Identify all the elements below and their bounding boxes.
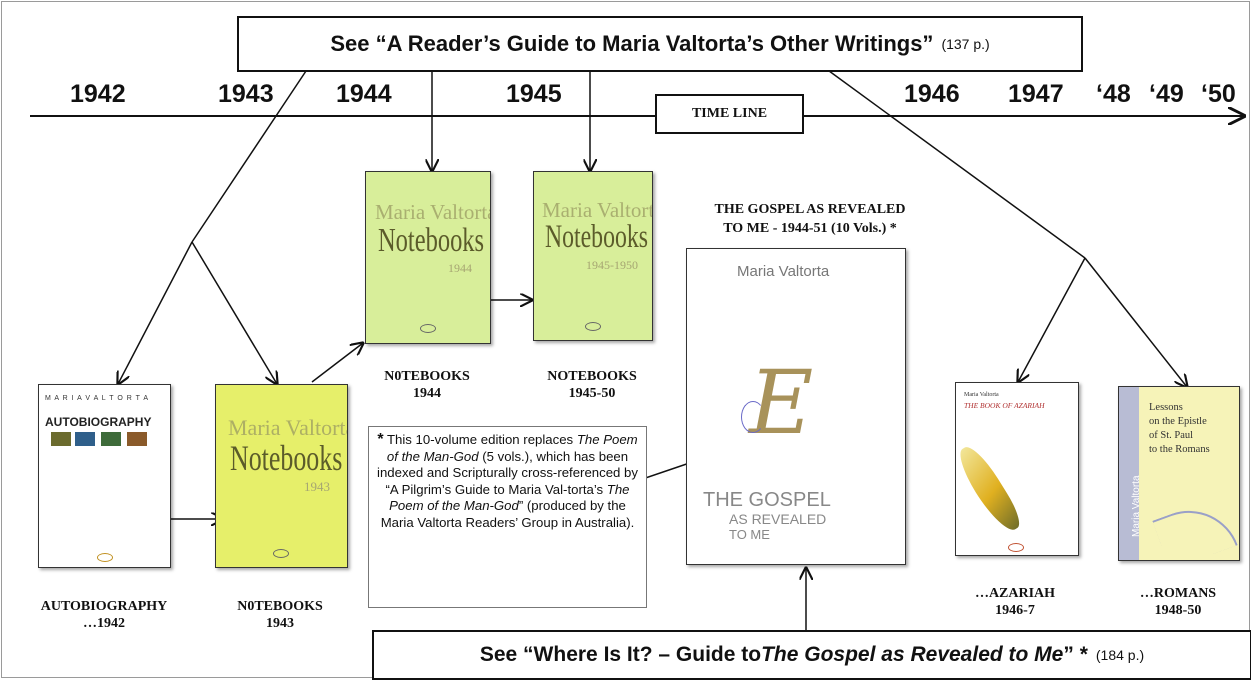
azariah-cover-author: Maria Valtorta	[964, 392, 999, 398]
year-1945: 1945	[506, 80, 562, 108]
azariah-cover-wing-art	[956, 441, 1026, 537]
notebooks-1944-cover-year: 1944	[448, 261, 472, 275]
caption-notebooks-1945: NOTEBOOKS 1945-50	[527, 368, 657, 402]
autobiography-cover-letters: M A R I A V A L T O R T A	[45, 395, 149, 402]
caption-azariah-line2: 1946-7	[995, 603, 1035, 618]
romans-cover-line2: on the Epistle	[1149, 416, 1207, 427]
book-azariah-cover: Maria Valtorta THE BOOK OF AZARIAH	[955, 382, 1079, 556]
notebooks-1944-cover-title: Notebooks	[378, 222, 485, 259]
year-1943: 1943	[218, 80, 274, 108]
notebooks-1943-cover-title: Notebooks	[230, 438, 343, 478]
notebooks-1943-cover-year: 1943	[304, 479, 330, 494]
romans-cover-spine-text: Maria Valtorta	[1131, 475, 1142, 537]
year-1942: 1942	[70, 80, 126, 108]
note-seg1: This 10-volume edition replaces	[383, 432, 577, 447]
bottom-guide-box: See “Where Is It? – Guide to The Gospel …	[372, 630, 1251, 680]
caption-notebooks-1943-line2: 1943	[266, 616, 294, 631]
book-gospel-cover: Maria Valtorta E THE GOSPEL AS REVEALED …	[686, 248, 906, 565]
top-guide-pages: (137 p.)	[941, 36, 990, 52]
note-star: *	[377, 431, 384, 448]
bottom-guide-prefix: See “Where Is It? – Guide to	[479, 643, 762, 666]
edition-note: * This 10-volume edition replaces The Po…	[368, 426, 647, 608]
year-50: ‘50	[1201, 80, 1236, 108]
autobiography-cover-title: AUTOBIOGRAPHY	[45, 415, 152, 429]
arrow-to-notebooks-1943	[191, 241, 277, 384]
arrow-to-azariah	[1018, 257, 1086, 382]
azariah-publisher-logo	[1008, 543, 1024, 552]
caption-notebooks-1943-line1: N0TEBOOKS	[237, 599, 323, 614]
caption-romans-line2: 1948-50	[1154, 603, 1202, 618]
arrow-top-to-1946-50	[824, 67, 1086, 259]
notebooks-1945-publisher-logo	[585, 322, 601, 331]
romans-cover-line1: Lessons	[1149, 402, 1183, 413]
arrow-1943-to-1944	[311, 343, 363, 383]
caption-romans: …ROMANS 1948-50	[1113, 585, 1243, 619]
book-autobiography-cover: M A R I A V A L T O R T A AUTOBIOGRAPHY	[38, 384, 171, 568]
bottom-guide-pages: (184 p.)	[1095, 647, 1145, 663]
year-1946: 1946	[904, 80, 960, 108]
caption-notebooks-1944: N0TEBOOKS 1944	[362, 368, 492, 402]
gospel-cover-line2: AS REVEALED	[729, 511, 827, 527]
caption-autobiography-line2: …1942	[83, 616, 125, 631]
gospel-cover-glyph: E	[749, 351, 814, 454]
book-notebooks-1945-cover: Maria Valtorta Notebooks 1945-1950	[533, 171, 653, 341]
notebooks-1943-cover-author: Maria Valtorta	[228, 415, 348, 440]
caption-notebooks-1944-line1: N0TEBOOKS	[384, 369, 470, 384]
note-seg3: (5 vols.), which has been indexed and Sc…	[377, 448, 638, 497]
romans-cover-curve-art	[1152, 496, 1238, 560]
arrow-top-to-1942-43	[191, 67, 309, 243]
notebooks-1944-publisher-logo	[420, 324, 436, 333]
autobiography-photo-4	[127, 432, 147, 446]
gospel-heading: THE GOSPEL AS REVEALED TO ME - 1944-51 (…	[670, 200, 950, 238]
caption-autobiography-line1: AUTOBIOGRAPHY	[40, 599, 168, 614]
book-notebooks-1944-cover: Maria Valtorta Notebooks 1944	[365, 171, 491, 344]
gospel-cover-line3: TO ME	[729, 527, 770, 542]
notebooks-1945-cover-author: Maria Valtorta	[542, 198, 653, 222]
book-romans-cover: Maria Valtorta Lessons on the Epistle of…	[1118, 386, 1240, 561]
caption-notebooks-1945-line2: 1945-50	[568, 386, 616, 401]
caption-notebooks-1943: N0TEBOOKS 1943	[205, 598, 355, 632]
romans-cover-spine-band	[1119, 387, 1139, 560]
romans-cover-line3: of St. Paul	[1149, 430, 1194, 441]
autobiography-photo-2	[75, 432, 95, 446]
romans-cover-line4: to the Romans	[1149, 444, 1210, 455]
year-1947: 1947	[1008, 80, 1064, 108]
arrow-to-autobiography	[118, 241, 193, 384]
caption-romans-line1: …ROMANS	[1139, 586, 1217, 601]
note-seg4: The Poem of the Man-God	[389, 481, 630, 514]
gospel-cover-author: Maria Valtorta	[737, 263, 830, 280]
notebooks-1944-cover-author: Maria Valtorta	[375, 200, 491, 224]
notebooks-1945-cover-year: 1945-1950	[586, 258, 638, 272]
autobiography-photo-1	[51, 432, 71, 446]
azariah-cover-title: THE BOOK OF AZARIAH	[964, 401, 1045, 410]
autobiography-photo-3	[101, 432, 121, 446]
notebooks-1943-publisher-logo	[273, 549, 289, 558]
year-49: ‘49	[1149, 80, 1184, 108]
timeline-label: TIME LINE	[655, 94, 804, 134]
romans-cover-text: Lessons on the Epistle of St. Paul to th…	[1149, 401, 1210, 457]
autobiography-publisher-logo	[97, 553, 113, 562]
year-1944: 1944	[336, 80, 392, 108]
arrow-to-romans	[1084, 257, 1187, 387]
gospel-heading-line1: THE GOSPEL AS REVEALED	[714, 202, 906, 217]
note-seg2: The Poem of the Man-God	[386, 432, 638, 464]
caption-notebooks-1944-line2: 1944	[413, 386, 441, 401]
bottom-guide-italic: The Gospel as Revealed to Me	[761, 643, 1064, 666]
book-notebooks-1943-cover: Maria Valtorta Notebooks 1943	[215, 384, 348, 568]
bottom-guide-suffix: ” *	[1063, 643, 1088, 666]
caption-azariah: …AZARIAH 1946-7	[950, 585, 1080, 619]
top-guide-text: See “A Reader’s Guide to Maria Valtorta’…	[330, 31, 934, 56]
caption-azariah-line1: …AZARIAH	[974, 586, 1056, 601]
caption-notebooks-1945-line1: NOTEBOOKS	[547, 369, 637, 384]
note-seg5: ” (produced by the Maria Valtorta Reader…	[380, 498, 635, 530]
notebooks-1945-cover-title: Notebooks	[545, 219, 648, 255]
top-guide-box: See “A Reader’s Guide to Maria Valtorta’…	[237, 16, 1083, 72]
gospel-heading-line2: TO ME - 1944-51 (10 Vols.) *	[723, 221, 897, 236]
gospel-cover-line1: THE GOSPEL	[703, 489, 831, 511]
gospel-cover-swirl	[741, 401, 765, 433]
year-48: ‘48	[1096, 80, 1131, 108]
caption-autobiography: AUTOBIOGRAPHY …1942	[24, 598, 184, 632]
